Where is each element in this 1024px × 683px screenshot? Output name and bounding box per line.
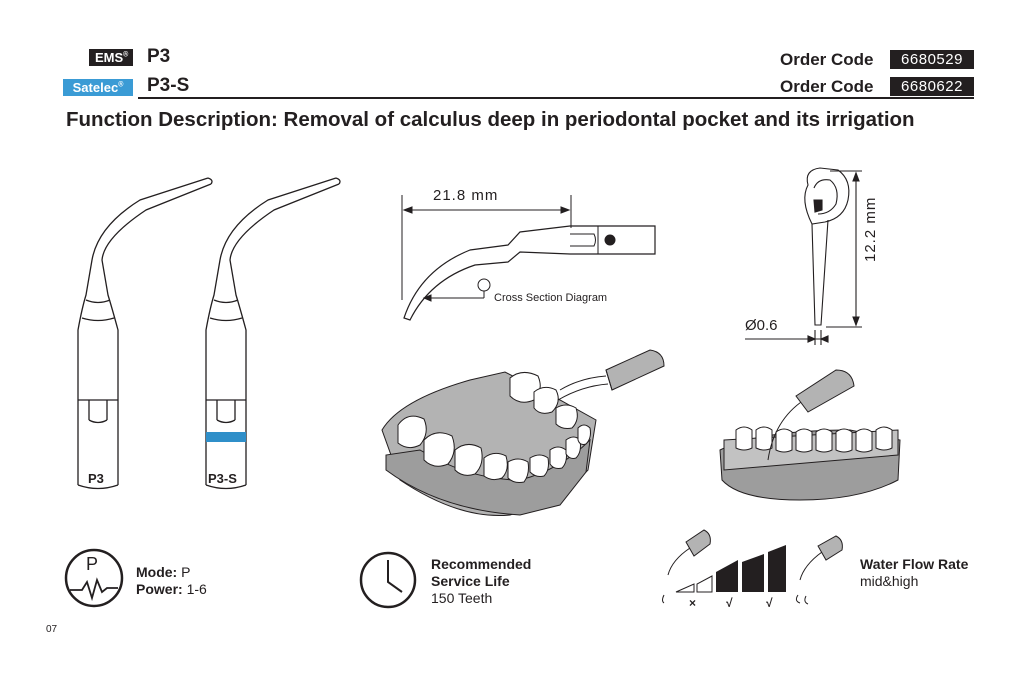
service-life-title: Recommended <box>431 556 532 572</box>
diameter-symbol: Ø <box>745 317 757 334</box>
color-band <box>206 432 246 442</box>
water-flow-value: mid&high <box>860 573 919 589</box>
power-label: Power: <box>136 581 183 597</box>
order-code-label: Order Code <box>780 77 874 96</box>
power-value: 1-6 <box>186 581 207 597</box>
length-dimension: 21.8 mm <box>433 187 499 204</box>
flow-mark-mid: √ <box>726 596 733 610</box>
flow-mark-high: √ <box>766 596 773 610</box>
model-p3s: P3-S <box>147 75 190 96</box>
cross-section-label: Cross Section Diagram <box>494 292 608 304</box>
mode-value: P <box>181 564 191 580</box>
function-description: Function Description: Removal of calculu… <box>66 108 915 131</box>
order-code-value: 6680529 <box>890 50 974 69</box>
mode-label: Mode: <box>136 564 178 580</box>
order-code-value: 6680622 <box>890 77 974 96</box>
ems-emblem-icon <box>604 234 616 246</box>
water-flow-block: Water Flow Rate mid&high <box>860 556 968 590</box>
service-life-block: Recommended Service Life 150 Teeth <box>431 556 531 607</box>
registered-mark: ® <box>123 51 129 59</box>
tip-label-p3s: P3-S <box>208 471 237 486</box>
mode-icon-letter: P <box>86 554 99 574</box>
order-code-label: Order Code <box>780 50 874 69</box>
page-number: 07 <box>46 624 58 635</box>
flow-mark-low: × <box>689 596 697 610</box>
mode-power-block: Mode: P Power: 1-6 <box>136 564 207 598</box>
registered-mark: ® <box>118 81 124 89</box>
tip-label-p3: P3 <box>88 471 104 486</box>
ems-logo: EMS® <box>89 49 133 66</box>
satelec-logo: Satelec® <box>63 79 133 96</box>
water-flow-title: Water Flow Rate <box>860 556 969 572</box>
service-life-title: Service Life <box>431 573 510 589</box>
header-rule <box>138 97 974 99</box>
model-p3: P3 <box>147 46 171 67</box>
diameter-dimension: Ø0.6 <box>745 317 778 334</box>
service-life-value: 150 Teeth <box>431 590 493 606</box>
